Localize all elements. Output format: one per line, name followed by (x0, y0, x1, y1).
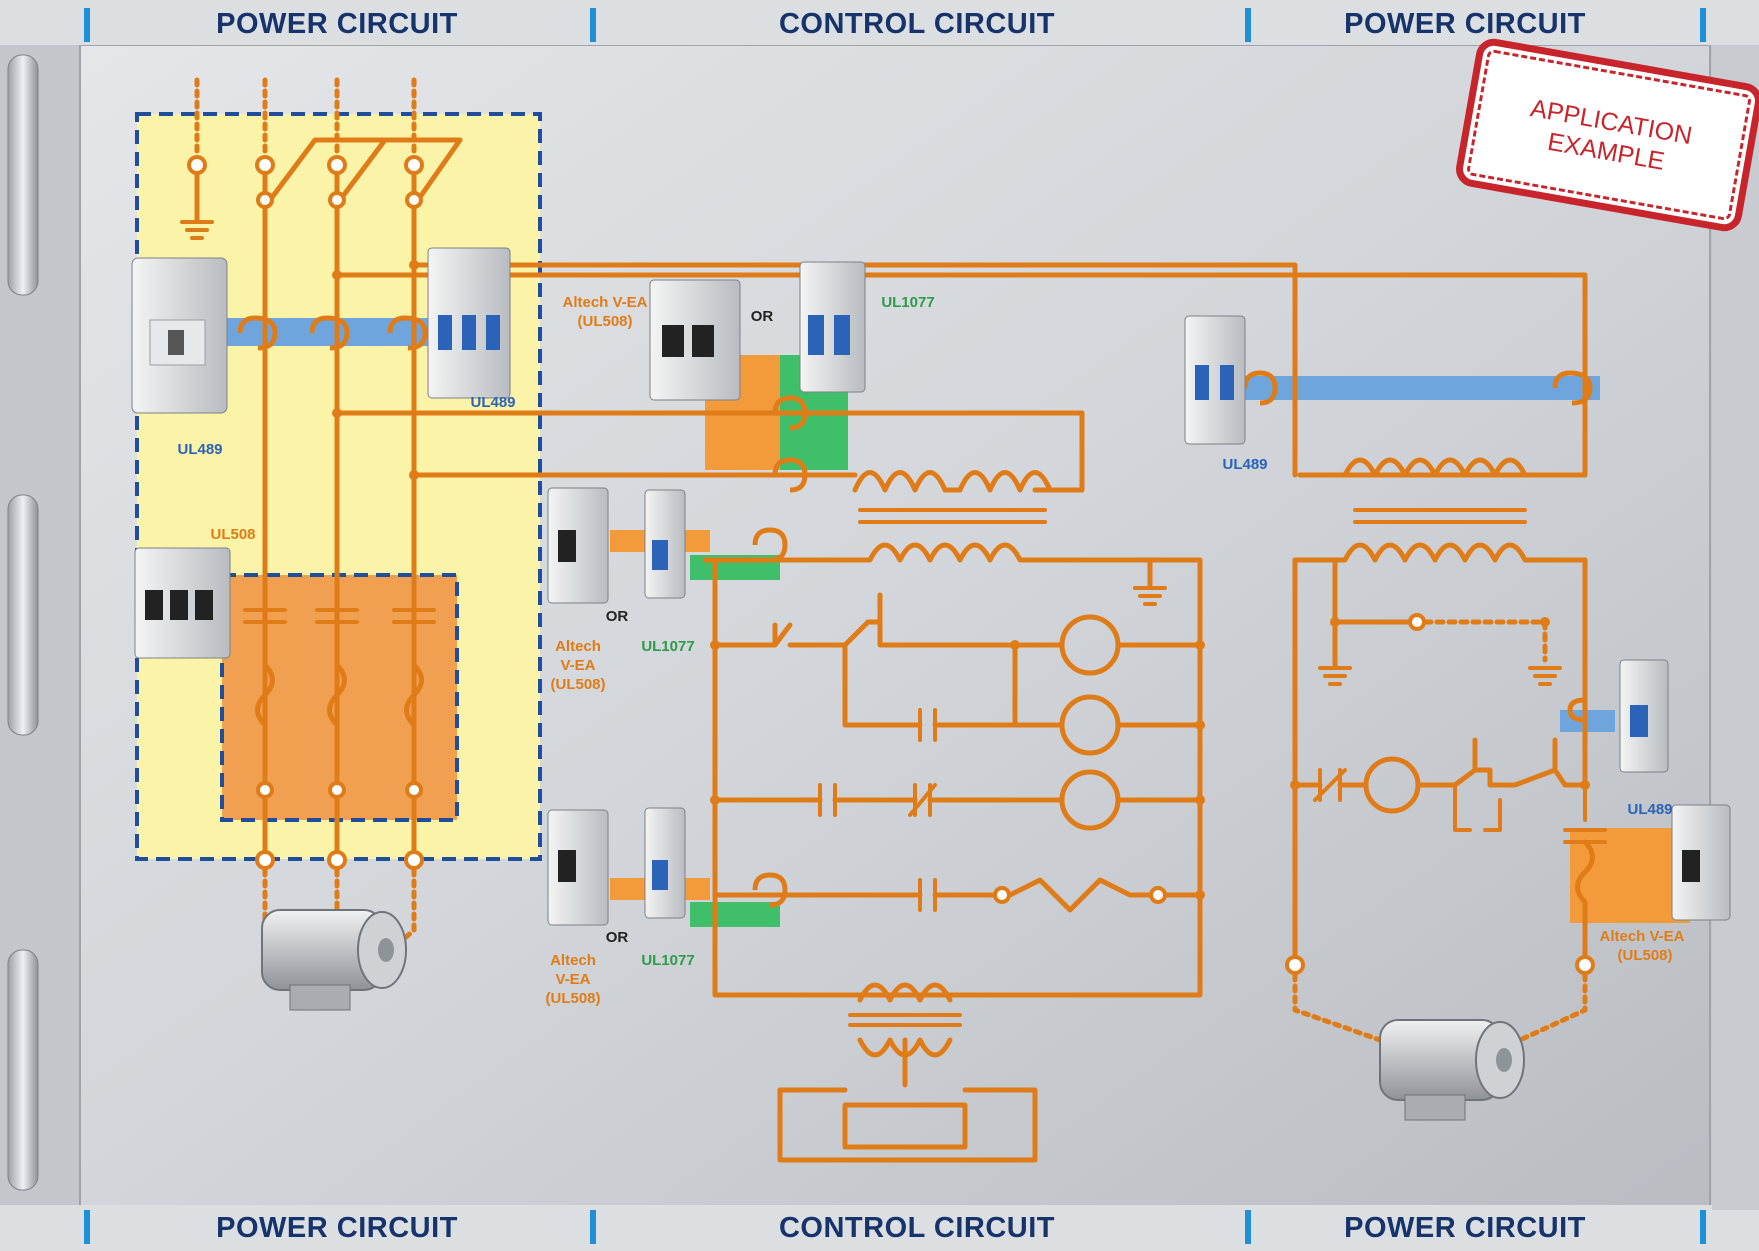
junction-dots (332, 260, 1590, 900)
label-altech-top-line1: Altech V-EA (562, 294, 648, 311)
header-control-circuit-top: CONTROL CIRCUIT (778, 8, 1056, 40)
altech-low-device (547, 809, 609, 926)
label-ul489-main: UL489 (177, 441, 223, 458)
label-altech-mid-line3: (UL508) (550, 676, 606, 693)
label-altech-low-line1: Altech (550, 952, 596, 969)
header-control-circuit-bottom: CONTROL CIRCUIT (778, 1212, 1056, 1244)
header-power-circuit-top-right: POWER CIRCUIT (1344, 8, 1586, 40)
label-ul489-right: UL489 (1222, 456, 1268, 473)
label-ul508-left: UL508 (210, 526, 256, 543)
label-or-top: OR (750, 308, 774, 325)
label-ul489-top: UL489 (470, 394, 516, 411)
label-altech-right-line1: Altech V-EA (1599, 928, 1685, 945)
header-power-circuit-bottom-left: POWER CIRCUIT (216, 1212, 458, 1244)
label-altech-mid-line2: V-EA (560, 657, 596, 674)
ul489-breaker-top-device (427, 247, 511, 399)
label-altech-top-line2: (UL508) (577, 313, 633, 330)
header-separators (84, 8, 1706, 1244)
ul1077-top-device (799, 261, 866, 393)
terminals (187, 155, 1595, 975)
label-ul1077-low: UL1077 (641, 952, 695, 969)
side-rail (7, 54, 39, 1191)
label-altech-low-line2: V-EA (555, 971, 591, 988)
label-altech-mid-line1: Altech (555, 638, 601, 655)
altech-right-device (1671, 804, 1731, 921)
ul1077-mid-device (644, 489, 686, 599)
ul1077-low-device (644, 807, 686, 919)
label-or-low: OR (605, 929, 629, 946)
ul508-contactor-device (134, 547, 231, 659)
altech-top-device (649, 279, 741, 401)
ul489-right-low-device (1619, 659, 1669, 773)
label-ul489-right-low: UL489 (1627, 801, 1673, 818)
blue-links (225, 318, 1615, 732)
label-altech-right-line2: (UL508) (1617, 947, 1673, 964)
header-power-circuit-bottom-right: POWER CIRCUIT (1344, 1212, 1586, 1244)
ul489-right-device (1184, 315, 1246, 445)
main-breaker-device (131, 257, 228, 414)
motor-right (1379, 1019, 1525, 1121)
stamp-text: APPLICATION EXAMPLE (1528, 94, 1695, 176)
label-altech-low-line3: (UL508) (545, 990, 601, 1007)
coil-circles (1059, 614, 1421, 831)
label-ul1077-mid: UL1077 (641, 638, 695, 655)
label-or-mid: OR (605, 608, 629, 625)
wire-loops (237, 315, 1593, 908)
control-zone-green-low (690, 902, 780, 927)
header-power-circuit-top-left: POWER CIRCUIT (216, 8, 458, 40)
altech-mid-device (547, 487, 609, 604)
motor-left (261, 909, 407, 1011)
label-ul1077-top: UL1077 (881, 294, 935, 311)
